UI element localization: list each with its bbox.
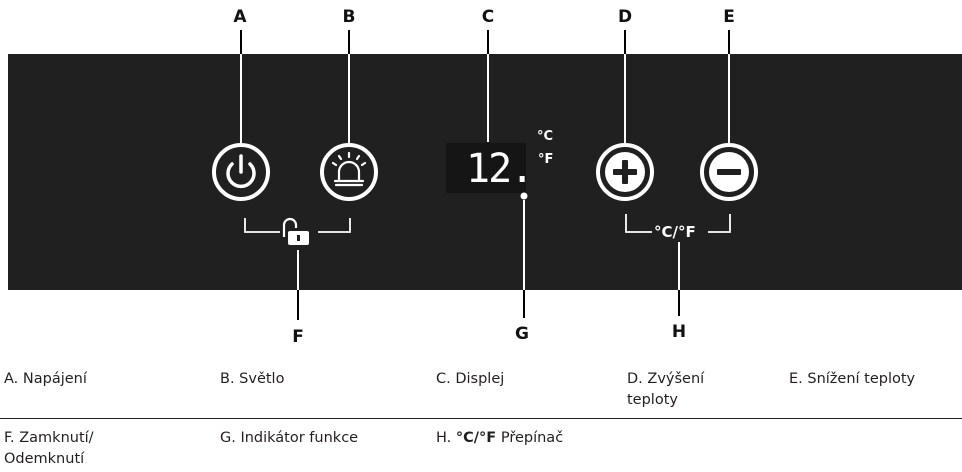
- legend: A. Napájení B. Světlo C. Displej D. Zvýš…: [0, 355, 962, 472]
- legend-e: E. Snížení teploty: [789, 371, 916, 387]
- decrease-temperature-button[interactable]: [700, 143, 758, 201]
- legend-h-bold: °C/°F: [455, 430, 497, 446]
- legend-h-prefix: H.: [436, 430, 452, 446]
- legend-divider: [0, 418, 962, 419]
- display-window: [446, 143, 526, 193]
- callout-c: C: [481, 7, 495, 27]
- legend-b: B. Světlo: [220, 371, 285, 387]
- callout-h: H: [671, 322, 687, 342]
- cf-bracket: [625, 214, 731, 233]
- cf-toggle-label: °C/°F: [654, 223, 696, 241]
- callout-a: A: [233, 7, 247, 27]
- legend-h: H. °C/°F Přepínač: [436, 428, 563, 449]
- temperature-display-value: 12.: [466, 146, 534, 192]
- callout-d: D: [617, 7, 633, 27]
- callout-g: G: [515, 324, 529, 344]
- legend-a: A. Napájení: [4, 371, 87, 387]
- light-icon: [331, 151, 367, 187]
- unit-fahrenheit-indicator: °F: [538, 152, 554, 167]
- leader-f: [297, 290, 299, 320]
- minus-icon: [709, 152, 749, 192]
- legend-h-suffix: Přepínač: [500, 430, 564, 446]
- lock-bracket: [244, 218, 351, 233]
- callout-b: B: [342, 7, 356, 27]
- legend-c: C. Displej: [436, 371, 505, 387]
- padlock-icon[interactable]: [282, 217, 309, 245]
- callout-e: E: [723, 7, 735, 27]
- leader-h: [678, 290, 680, 316]
- leader-g: [523, 290, 525, 318]
- callout-f: F: [292, 327, 304, 347]
- light-button[interactable]: [320, 143, 378, 201]
- legend-g: G. Indikátor funkce: [220, 430, 359, 446]
- unit-celsius-indicator: °C: [537, 129, 554, 144]
- function-indicator-dot: [520, 192, 528, 200]
- power-icon: [226, 154, 256, 189]
- power-button[interactable]: [212, 143, 270, 201]
- plus-icon: [605, 152, 645, 192]
- legend-f: F. Zamknutí/ Odemknutí: [4, 430, 94, 467]
- legend-d: D. Zvýšení teploty: [627, 371, 705, 408]
- increase-temperature-button[interactable]: [596, 143, 654, 201]
